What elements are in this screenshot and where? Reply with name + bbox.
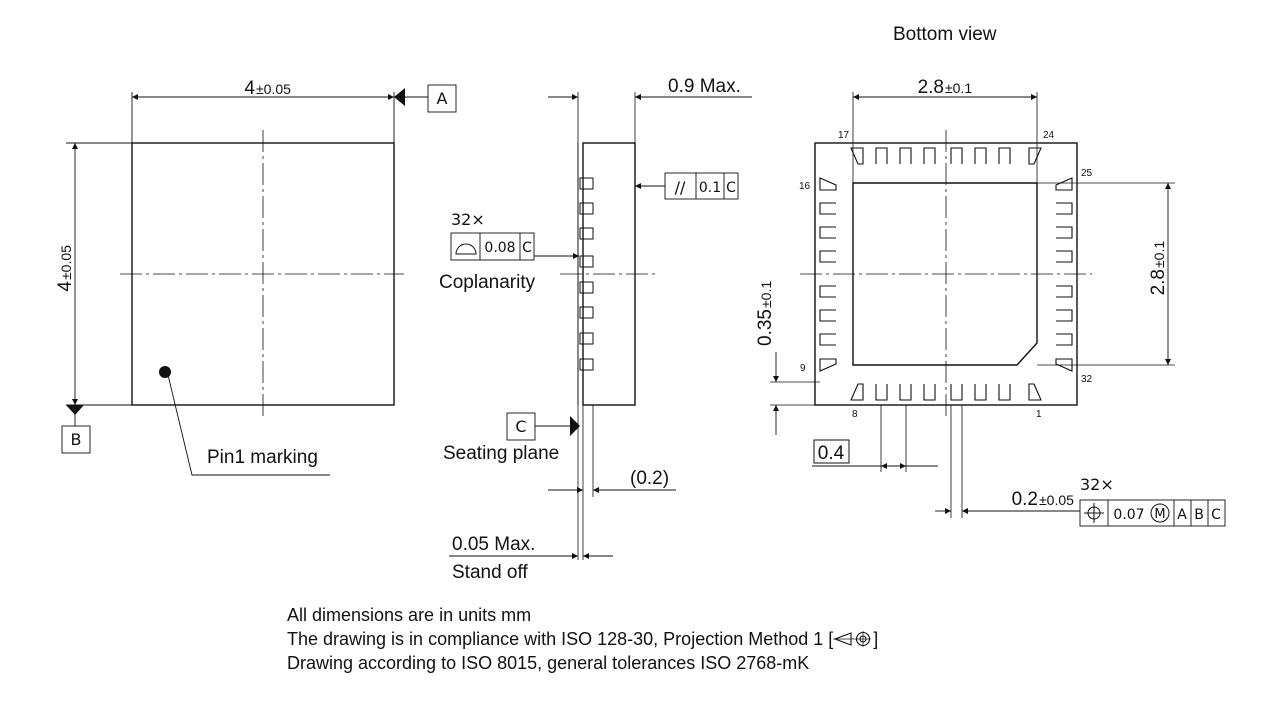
svg-text:±0.1: ±0.1	[758, 281, 774, 308]
position-count: 32×	[1080, 475, 1114, 494]
pin-label-16: 16	[799, 181, 811, 192]
datum-b-frame	[61, 425, 91, 454]
svg-text:±0.1: ±0.1	[1151, 241, 1167, 268]
top-width-value: 4	[244, 78, 255, 99]
pins-right-column	[1055, 177, 1073, 372]
general-notes: All dimensions are in units mm The drawi…	[287, 603, 878, 675]
note-tolerances: Drawing according to ISO 8015, general t…	[287, 653, 810, 673]
note-projection-text: The drawing is in compliance with ISO 12…	[287, 629, 834, 649]
pad-width-value: 2.8	[918, 77, 944, 98]
lead-thickness-label: (0.2)	[630, 468, 669, 489]
pin-label-9: 9	[800, 363, 806, 374]
exposed-pad	[852, 182, 1038, 366]
side-leads	[579, 177, 594, 371]
profile-symbol	[455, 243, 477, 255]
bottom-view-title: Bottom view	[893, 24, 997, 45]
pins-left-column	[819, 177, 837, 372]
note-projection: The drawing is in compliance with ISO 12…	[287, 627, 878, 651]
svg-text:4: 4	[55, 281, 76, 292]
pin-label-32: 32	[1081, 374, 1093, 385]
pitch-offset-label: 0.35 ±0.1	[755, 281, 776, 346]
coplanarity-datum: C	[522, 240, 532, 256]
datum-c-triangle	[570, 416, 580, 436]
datum-b-label: B	[71, 430, 82, 449]
pin-label-8: 8	[852, 409, 858, 420]
pitch-basic-value: 0.4	[818, 443, 845, 464]
position-datum-c: C	[1211, 507, 1221, 523]
top-width-tolerance: ±0.05	[256, 81, 291, 97]
datum-a-label: A	[437, 89, 448, 108]
position-datum-b: B	[1194, 507, 1204, 523]
pad-width-tolerance: ±0.1	[945, 80, 972, 96]
svg-text:±0.05: ±0.05	[58, 245, 74, 280]
datum-c-label: C	[515, 417, 526, 436]
pin1-leader	[167, 374, 330, 476]
coplanarity-count: 32×	[451, 210, 485, 229]
datum-a-triangle	[394, 88, 405, 106]
seating-plane-label: Seating plane	[443, 443, 559, 464]
datum-a-frame	[427, 84, 457, 113]
pin1-label: Pin1 marking	[207, 447, 318, 468]
datum-c-frame	[506, 412, 536, 441]
position-datum-a: A	[1177, 507, 1187, 523]
mmc-circle	[1150, 503, 1170, 523]
pin-label-24: 24	[1043, 130, 1055, 141]
pad-height-label: 2.8 ±0.1	[1148, 241, 1169, 296]
lead-width-tolerance: ±0.05	[1039, 492, 1074, 508]
pin-label-1: 1	[1036, 409, 1042, 420]
svg-text:2.8: 2.8	[1148, 269, 1169, 295]
max-height-label: 0.9 Max.	[668, 76, 741, 97]
mmc-letter: M	[1154, 507, 1165, 522]
top-height-label: 4 ±0.05	[55, 245, 76, 292]
svg-text:0.35: 0.35	[755, 309, 776, 346]
parallelism-frame	[664, 172, 739, 200]
parallelism-symbol: //	[675, 178, 686, 197]
lead-width-value: 0.2	[1012, 489, 1038, 510]
pin-label-17: 17	[838, 130, 850, 141]
bottom-view	[770, 92, 1226, 527]
position-frame	[1079, 499, 1226, 527]
projection-method-icon	[833, 631, 872, 647]
pitch-basic-frame	[813, 439, 850, 464]
coplanarity-frame	[450, 232, 535, 261]
note-units: All dimensions are in units mm	[287, 605, 532, 625]
top-view	[61, 84, 457, 476]
pins-top-row	[850, 147, 1042, 165]
position-symbol	[1084, 503, 1104, 523]
standoff-value: 0.05 Max.	[452, 534, 535, 555]
note-projection-close: ]	[873, 629, 879, 649]
standoff-label: Stand off	[452, 562, 528, 583]
pins-bottom-row	[850, 383, 1042, 401]
side-view	[449, 92, 752, 560]
coplanarity-label: Coplanarity	[439, 272, 536, 293]
datum-b-triangle	[66, 405, 84, 415]
pin1-dot	[159, 366, 171, 378]
pin-label-25: 25	[1081, 168, 1093, 179]
position-value: 0.07	[1113, 507, 1144, 523]
coplanarity-value: 0.08	[484, 240, 515, 256]
parallelism-value: 0.1	[699, 180, 721, 196]
parallelism-datum: C	[726, 180, 736, 196]
